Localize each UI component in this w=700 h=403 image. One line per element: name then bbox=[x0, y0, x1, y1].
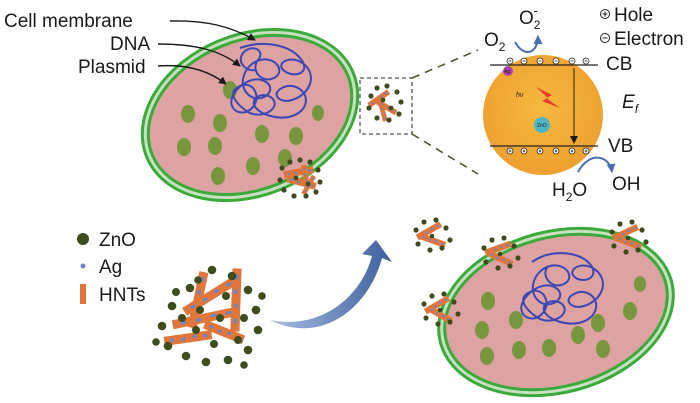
zoom-box bbox=[359, 77, 413, 135]
legend-zno: ZnO bbox=[99, 230, 136, 251]
lightning-icon bbox=[536, 87, 560, 108]
plasmid bbox=[481, 292, 495, 310]
plasmid bbox=[208, 137, 222, 155]
plasmid bbox=[571, 326, 585, 344]
hnt-legend-icon bbox=[80, 284, 86, 304]
nanocomposite-on-membrane-b bbox=[277, 157, 323, 199]
label-dna: DNA bbox=[110, 34, 150, 55]
arrow-h2o-oxidation bbox=[577, 156, 616, 173]
label-hv: hν bbox=[516, 92, 524, 99]
label-superoxide: O2- bbox=[519, 3, 541, 32]
zno-particle-icon bbox=[534, 117, 550, 133]
label-plasmid: Plasmid bbox=[78, 57, 146, 78]
label-electron: Electron bbox=[614, 29, 684, 50]
plasmid bbox=[289, 127, 303, 145]
plasmid bbox=[634, 276, 646, 292]
transition-arrow bbox=[270, 240, 392, 329]
nanocomposite-on-membrane-d bbox=[421, 291, 461, 327]
plasmid-group-lower bbox=[475, 276, 646, 365]
cell-lower bbox=[437, 226, 675, 398]
label-fermi-level: Ef bbox=[622, 92, 640, 116]
label-ag-particle: Ag bbox=[504, 69, 510, 75]
cell-upper bbox=[140, 27, 360, 203]
zno-energy-circle bbox=[483, 55, 603, 175]
plasmid bbox=[475, 321, 489, 339]
plasmid bbox=[255, 125, 269, 143]
label-o2: O2 bbox=[484, 30, 506, 54]
component-legend: ZnO Ag HNTs bbox=[77, 230, 145, 306]
arrow-cell-membrane bbox=[169, 20, 256, 41]
label-oh: OH bbox=[612, 174, 641, 195]
plasmid bbox=[480, 347, 494, 365]
legend-hnts: HNTs bbox=[99, 285, 145, 306]
plasmid bbox=[509, 311, 523, 329]
plasmid bbox=[181, 105, 195, 123]
plasmid bbox=[211, 167, 225, 185]
band-diagram: hν ZnO Ag O2 O2- H2O OH CB Ef VB Hole El… bbox=[483, 3, 684, 204]
nanocomposite-on-membrane-c bbox=[609, 219, 649, 255]
plasmid bbox=[246, 157, 260, 175]
cell-cytoplasm bbox=[149, 36, 351, 194]
zno-legend-icon bbox=[77, 233, 89, 245]
zoom-leader-bottom bbox=[411, 133, 479, 175]
arrow-dna bbox=[157, 43, 241, 67]
dna-coil bbox=[230, 42, 312, 119]
zoom-leader-top bbox=[411, 49, 479, 79]
plasmid bbox=[213, 114, 227, 132]
zno-particles bbox=[152, 265, 266, 369]
label-h2o: H2O bbox=[552, 180, 587, 204]
plasmid bbox=[596, 340, 610, 358]
plasmid bbox=[512, 341, 526, 359]
electron-legend-icon bbox=[600, 33, 610, 43]
holes-vb bbox=[506, 147, 590, 155]
hole-legend-icon bbox=[600, 9, 610, 19]
nanocomposite-on-membrane-a bbox=[366, 83, 404, 123]
legend-ag: Ag bbox=[99, 257, 122, 278]
nanocomposite-floating-b bbox=[481, 235, 521, 271]
electrons-cb bbox=[506, 57, 590, 65]
ag-legend-icon bbox=[80, 263, 86, 269]
label-cell-membrane: Cell membrane bbox=[4, 11, 133, 32]
plasmid bbox=[591, 314, 605, 332]
label-cb: CB bbox=[606, 54, 632, 75]
nanocomposite-cluster bbox=[152, 265, 266, 369]
label-hole: Hole bbox=[614, 5, 653, 26]
ag-particle-icon bbox=[503, 66, 513, 76]
plasmid bbox=[177, 138, 191, 156]
plasmid bbox=[312, 105, 324, 121]
arrow-plasmid bbox=[157, 64, 227, 85]
label-vb: VB bbox=[608, 136, 633, 157]
plasmid-group bbox=[177, 81, 324, 185]
nanocomposite-floating-a bbox=[413, 217, 453, 253]
holes-vb-sign bbox=[508, 149, 588, 153]
plasmid bbox=[542, 339, 556, 357]
label-zno-particle: ZnO bbox=[537, 123, 547, 129]
arrow-o2-reduction bbox=[514, 35, 543, 53]
plasmid bbox=[623, 302, 637, 320]
dna-coil-lower bbox=[520, 252, 604, 325]
